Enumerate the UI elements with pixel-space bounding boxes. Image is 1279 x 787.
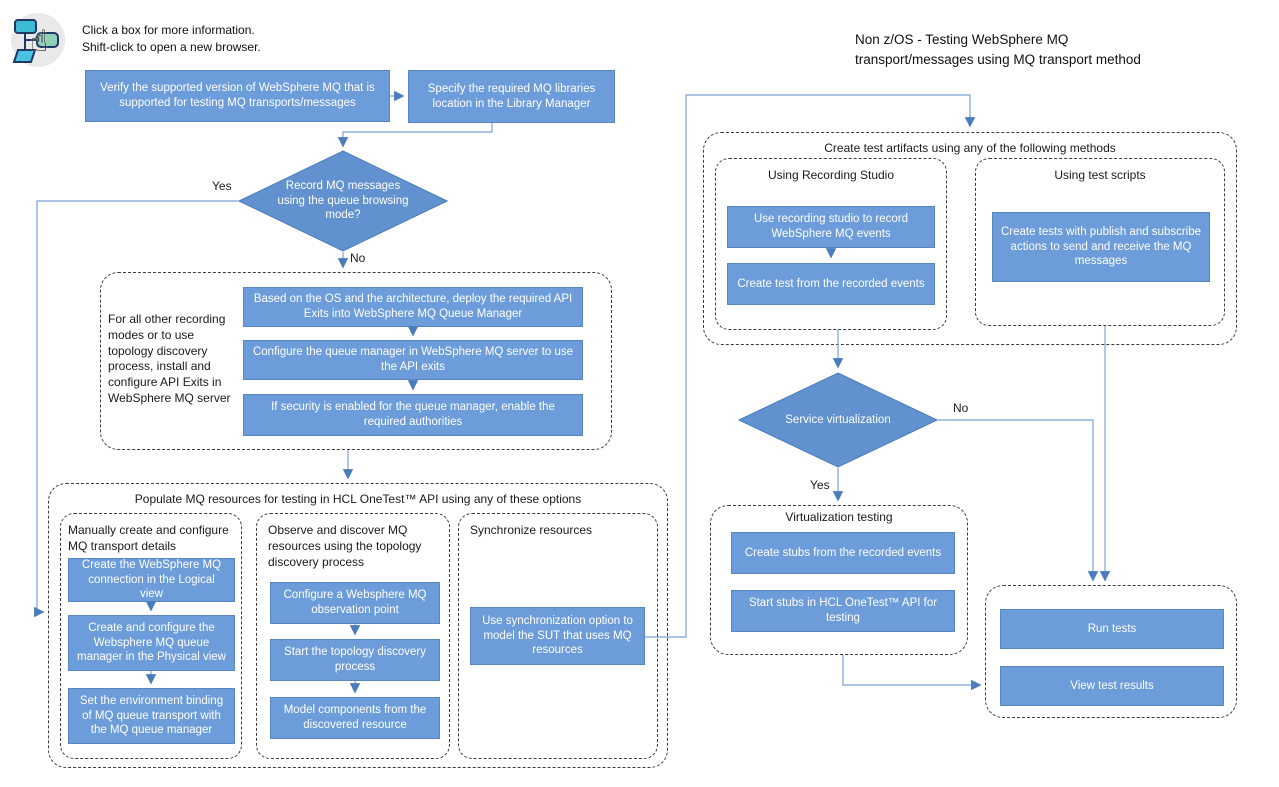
group-virtualization-testing (710, 505, 968, 655)
decision-record-mq-messages[interactable]: Record MQ messages using the queue brows… (238, 150, 448, 252)
test-scripts-title: Using test scripts (1054, 168, 1146, 182)
label-yes-record: Yes (212, 179, 232, 193)
decision-virtualization-text: Service virtualization (785, 413, 891, 426)
step-create-mq-connection[interactable]: Create the WebSphere MQ connection in th… (68, 558, 235, 602)
step-use-synchronization[interactable]: Use synchronization option to model the … (470, 607, 645, 665)
legend-line-2: Shift-click to open a new browser. (82, 40, 261, 55)
step-configure-queue-manager-physical[interactable]: Create and configure the Websphere MQ qu… (68, 615, 235, 671)
page-title-line-2: transport/messages using MQ transport me… (855, 52, 1141, 68)
step-use-recording-studio[interactable]: Use recording studio to record WebSphere… (727, 206, 935, 248)
label-no-record: No (350, 251, 366, 265)
virtualization-testing-title: Virtualization testing (785, 510, 893, 524)
step-deploy-api-exits[interactable]: Based on the OS and the architecture, de… (243, 287, 583, 327)
api-exits-note: For all other recording modes or to use … (108, 312, 231, 406)
step-configure-observation-point[interactable]: Configure a Websphere MQ observation poi… (270, 582, 440, 624)
legend-line-1: Click a box for more information. (82, 23, 255, 37)
step-create-stubs[interactable]: Create stubs from the recorded events (731, 532, 955, 574)
step-enable-authorities[interactable]: If security is enabled for the queue man… (243, 394, 583, 436)
step-verify-supported-version[interactable]: Verify the supported version of WebSpher… (85, 70, 390, 122)
decision-record-text: Record MQ messages using the queue brows… (277, 179, 409, 222)
artifacts-group-title: Create test artifacts using any of the f… (824, 141, 1116, 155)
diamond-shape (238, 150, 448, 252)
recording-studio-title: Using Recording Studio (767, 168, 895, 182)
step-specify-mq-libraries[interactable]: Specify the required MQ libraries locati… (408, 70, 615, 123)
flowchart-click-icon (11, 13, 65, 67)
step-model-components[interactable]: Model components from the discovered res… (270, 697, 440, 739)
group-observe-discover (256, 513, 450, 759)
step-view-test-results[interactable]: View test results (1000, 666, 1224, 706)
step-set-environment-binding[interactable]: Set the environment binding of MQ queue … (68, 688, 235, 744)
step-configure-queue-manager[interactable]: Configure the queue manager in WebSphere… (243, 340, 583, 380)
hand-cursor-icon: ☝ (30, 24, 49, 59)
decision-service-virtualization[interactable]: Service virtualization (738, 372, 938, 468)
group-using-test-scripts (975, 158, 1225, 326)
step-start-stubs[interactable]: Start stubs in HCL OneTest™ API for test… (731, 590, 955, 632)
step-create-test-from-events[interactable]: Create test from the recorded events (727, 263, 935, 305)
manual-group-title: Manually create and configure MQ transpo… (68, 523, 229, 553)
sync-group-title: Synchronize resources (470, 523, 593, 537)
page-title-line-1: Non z/OS - Testing WebSphere MQ (855, 32, 1069, 47)
label-yes-virtualization: Yes (810, 478, 830, 492)
group-run-tests (985, 585, 1237, 718)
label-no-virtualization: No (953, 401, 969, 415)
legend-text: Click a box for more information. Shift-… (82, 22, 261, 57)
step-start-topology-discovery[interactable]: Start the topology discovery process (270, 639, 440, 681)
step-run-tests[interactable]: Run tests (1000, 609, 1224, 649)
observe-group-title: Observe and discover MQ resources using … (268, 523, 422, 569)
step-create-tests-publish-subscribe[interactable]: Create tests with publish and subscribe … (992, 212, 1210, 282)
page-title: Non z/OS - Testing WebSphere MQ transpor… (855, 30, 1141, 71)
populate-group-title: Populate MQ resources for testing in HCL… (134, 492, 582, 506)
